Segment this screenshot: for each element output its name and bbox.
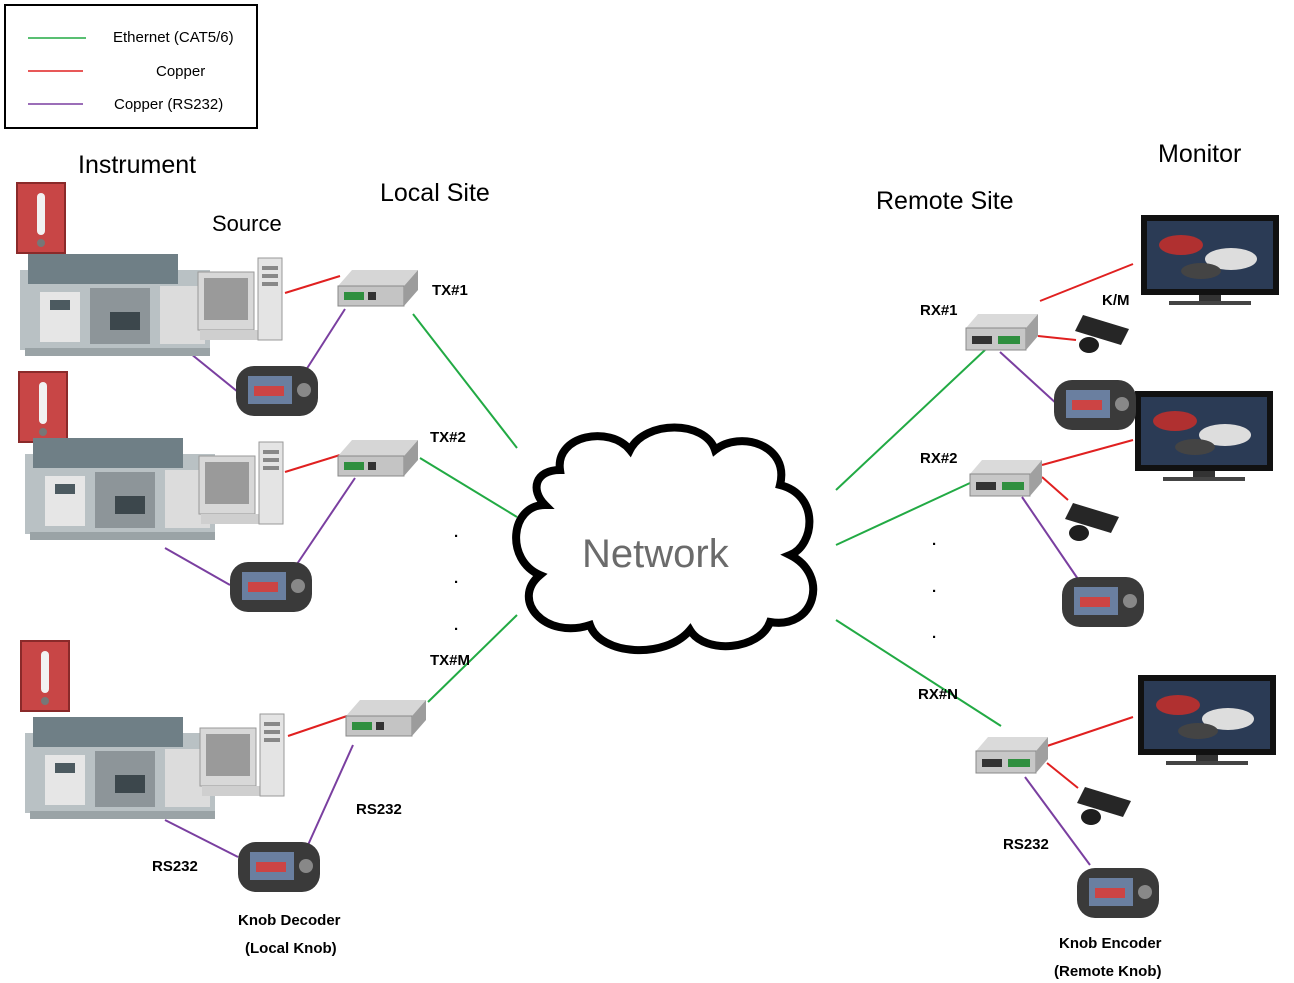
legend-rs232-label: Copper (RS232): [114, 96, 223, 113]
link-rxn-knob: [1024, 776, 1091, 866]
monitor-2: [1135, 391, 1273, 481]
ellipsis-dot: .: [932, 625, 936, 642]
tx-device-1: [337, 269, 419, 307]
link-rx1-monitor1: [1039, 263, 1134, 302]
link-pc3-txm: [287, 715, 348, 737]
tx2-label: TX#2: [430, 429, 466, 446]
knob-decoder-label: Knob Decoder: [238, 912, 341, 929]
knob-decoder-3: [238, 842, 320, 892]
ellipsis-dot: .: [932, 579, 936, 596]
tx-device-2: [337, 439, 419, 477]
copper-links: [284, 263, 1134, 789]
link-tx2-network: [419, 457, 518, 518]
ellipsis-dot: .: [932, 532, 936, 549]
link-rx2-km2: [1041, 476, 1069, 501]
rxn-label: RX#N: [918, 686, 958, 703]
link-rxn-monitor3: [1046, 716, 1134, 747]
knob-encoder-sublabel: (Remote Knob): [1054, 963, 1162, 980]
heading-monitor: Monitor: [1158, 140, 1241, 168]
legend-ethernet-label: Ethernet (CAT5/6): [113, 29, 234, 46]
instrument-3: [25, 717, 215, 819]
link-pc1-tx1: [284, 275, 341, 294]
rx-device-n: [975, 736, 1049, 774]
keyboard-mouse-icon: [1075, 315, 1129, 353]
rx2-label: RX#2: [920, 450, 958, 467]
txm-label: TX#M: [430, 652, 470, 669]
heading-instrument: Instrument: [78, 151, 196, 179]
instrument-2: [25, 438, 215, 540]
source-pc-1: [197, 257, 283, 341]
link-network-rx1: [835, 349, 986, 491]
link-rx2-knob: [1021, 496, 1081, 583]
heading-source: Source: [212, 211, 282, 236]
flag-icon: [20, 640, 70, 712]
rs232-label: RS232: [1003, 836, 1049, 853]
ellipsis-dot: .: [454, 570, 458, 587]
knob-encoder-3: [1077, 868, 1159, 918]
keyboard-mouse-icon: [1077, 787, 1131, 825]
keyboard-mouse-icon: [1065, 503, 1119, 541]
flag-icon: [16, 182, 66, 254]
ethernet-links: [412, 313, 1002, 727]
source-pc-3: [199, 713, 285, 797]
rs232-links: [164, 308, 1091, 866]
link-knob2-tx2: [294, 477, 356, 568]
tx-device-m: [345, 699, 427, 737]
flag-icon: [18, 371, 68, 443]
link-knob3-txm: [307, 744, 354, 846]
ellipsis-dot: .: [454, 617, 458, 634]
link-network-rx2: [835, 482, 971, 546]
ellipsis-dot: .: [454, 524, 458, 541]
knob-encoder-1: [1054, 380, 1136, 430]
instrument-1: [20, 254, 210, 356]
legend: Ethernet (CAT5/6) Copper Copper (RS232): [4, 4, 258, 129]
network-cloud: Network: [512, 423, 818, 654]
knob-decoder-sublabel: (Local Knob): [245, 940, 337, 957]
km-label: K/M: [1102, 292, 1130, 309]
link-tx1-network: [412, 313, 518, 449]
knob-encoder-2: [1062, 577, 1144, 627]
rx1-label: RX#1: [920, 302, 958, 319]
rs232-label: RS232: [356, 801, 402, 818]
tx1-label: TX#1: [432, 282, 468, 299]
rs232-label: RS232: [152, 858, 198, 875]
link-knob1-tx1: [305, 308, 346, 371]
link-rxn-km3: [1046, 762, 1079, 789]
monitor-1: [1141, 215, 1279, 305]
link-machine3-knob3: [164, 819, 239, 858]
monitor-3: [1138, 675, 1276, 765]
knob-decoder-1: [236, 366, 318, 416]
knob-decoder-2: [230, 562, 312, 612]
heading-local-site: Local Site: [380, 179, 490, 207]
network-label: Network: [582, 532, 730, 576]
rx-device-2: [969, 459, 1043, 497]
link-pc2-tx2: [284, 454, 341, 473]
knob-encoder-label: Knob Encoder: [1059, 935, 1162, 952]
rx-device-1: [965, 313, 1039, 351]
link-network-rxn: [835, 619, 1002, 727]
link-txm-network: [427, 614, 518, 703]
heading-remote-site: Remote Site: [876, 187, 1014, 215]
link-rx2-monitor2: [1041, 439, 1134, 466]
link-rx1-knob: [999, 351, 1059, 406]
legend-copper-label: Copper: [156, 63, 205, 80]
link-rx1-km1: [1037, 335, 1077, 341]
link-machine2-knob2: [164, 547, 231, 586]
